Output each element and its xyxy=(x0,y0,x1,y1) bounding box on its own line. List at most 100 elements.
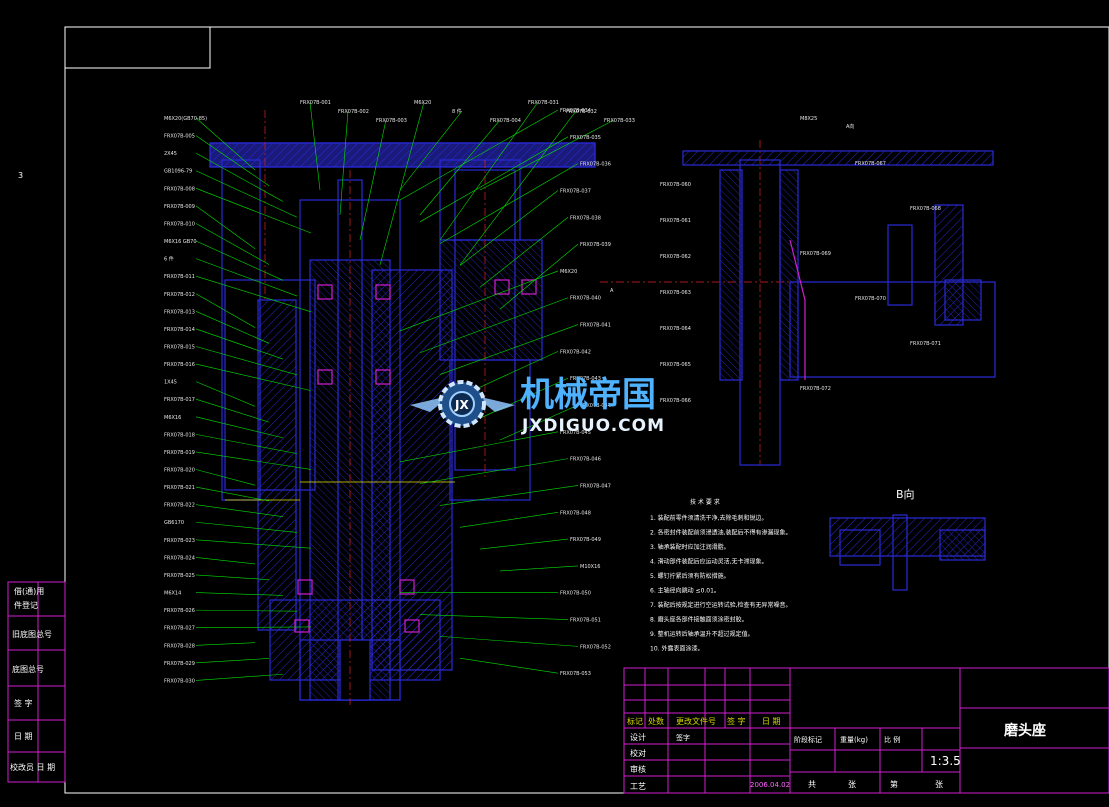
margin-row-6: 校改员 日 期 xyxy=(10,762,55,772)
tb-header-1: 处数 xyxy=(648,716,664,726)
leader-line xyxy=(195,152,284,202)
tb-row-review: 审核 xyxy=(630,764,646,774)
tb-row-process: 工艺 xyxy=(630,782,646,791)
leader-line xyxy=(195,416,284,439)
part-label: FRX07B-019 xyxy=(164,450,195,456)
part-label: M6X16 GB70 xyxy=(164,239,197,245)
tb-ratio-label: 比 例 xyxy=(884,735,900,744)
svg-text:JX: JX xyxy=(454,398,469,412)
view-b-label: B向 xyxy=(896,487,915,501)
drawing-frame xyxy=(64,26,1109,794)
part-label: FRX07B-011 xyxy=(164,274,195,280)
title-block: 标记 处数 更改文件号 签 字 日 期 设计 校对 审核 工艺 签字 2006.… xyxy=(623,667,1109,794)
tb-bottom-3: 张 xyxy=(935,780,943,789)
part-label: FRX07B-004 xyxy=(490,118,521,124)
part-label: FRX07B-060 xyxy=(660,182,691,188)
leader-line xyxy=(419,119,501,216)
part-label: 6 件 xyxy=(164,256,174,263)
tb-header-4: 日 期 xyxy=(762,717,781,726)
leader-line xyxy=(479,538,569,550)
part-label: 1X45 xyxy=(164,380,177,386)
leader-line xyxy=(195,451,312,470)
leader-line xyxy=(419,297,569,354)
leader-line xyxy=(459,190,559,266)
part-label: FRX07B-018 xyxy=(164,432,195,438)
leader-line xyxy=(195,188,312,234)
part-label: FRX07B-008 xyxy=(164,186,195,192)
part-label: FRX07B-065 xyxy=(660,362,691,368)
part-label: FRX07B-041 xyxy=(580,323,611,329)
tech-req-item: 2. 各密封件装配前须浸透油,装配后不得有渗漏现象。 xyxy=(650,529,792,537)
part-label: FRX07B-002 xyxy=(338,109,369,115)
leader-line xyxy=(195,275,312,313)
part-label: FRX07B-005 xyxy=(164,134,195,140)
part-label: FRX07B-067 xyxy=(855,161,886,167)
part-label: M6X16 xyxy=(164,415,181,421)
tb-bottom-2: 第 xyxy=(890,779,898,789)
leader-line xyxy=(195,521,298,533)
part-label: FRX07B-052 xyxy=(580,644,611,650)
part-label: FRX07B-042 xyxy=(560,349,591,355)
tech-req-item: 5. 螺钉拧紧后须有防松措施。 xyxy=(650,572,730,580)
drawing-name: 磨头座 xyxy=(1004,722,1046,739)
part-label: FRX07B-033 xyxy=(604,118,635,124)
leader-line xyxy=(499,404,579,441)
leader-line xyxy=(195,592,284,596)
leader-line xyxy=(195,469,256,486)
watermark-en: JXDIGUO.COM xyxy=(521,416,665,436)
leader-line xyxy=(419,614,569,620)
leader-line xyxy=(439,324,579,375)
part-label: FRX07B-061 xyxy=(660,218,691,224)
part-label: FRX07B-036 xyxy=(580,162,611,168)
part-label: FRX07B-066 xyxy=(660,398,691,404)
part-label: 8 件 xyxy=(452,108,462,115)
tech-req-item: 10. 外露表面涂漆。 xyxy=(650,645,703,653)
leader-line xyxy=(195,504,284,517)
part-label: FRX07B-071 xyxy=(910,341,941,347)
tb-header-0: 标记 xyxy=(627,716,643,726)
part-labels-left: M6X20(GB70-85)FRX07B-0052X45GB1096-79FRX… xyxy=(164,116,207,684)
part-label: M6X20 xyxy=(560,269,577,275)
part-label: FRX07B-038 xyxy=(570,215,601,221)
tb-bottom-1: 张 xyxy=(848,780,856,789)
part-label: FRX07B-049 xyxy=(570,537,601,543)
leaders-left xyxy=(195,117,312,681)
view-b xyxy=(829,514,986,591)
part-label: 2X45 xyxy=(164,151,177,157)
margin-row-1: 件登记 xyxy=(14,600,38,610)
leader-line xyxy=(195,170,298,218)
watermark: JX 机械帝国 JXDIGUO.COM xyxy=(410,375,665,436)
margin-row-0: 借(通)用 xyxy=(14,586,44,596)
view-a xyxy=(682,150,996,466)
part-label: FRX07B-024 xyxy=(164,555,195,561)
leader-line xyxy=(419,458,569,484)
part-labels-view-a: FRX07B-060FRX07B-061FRX07B-062FRX07B-063… xyxy=(660,116,941,404)
leader-line xyxy=(195,398,270,423)
leader-line xyxy=(195,240,284,281)
leader-line xyxy=(195,311,270,344)
tech-req-item: 1. 装配前零件须清洗干净,去除毛刺和锐边。 xyxy=(650,514,768,522)
watermark-logo-icon: JX xyxy=(410,380,515,428)
part-label: FRX07B-020 xyxy=(164,468,195,474)
part-label: FRX07B-040 xyxy=(570,296,601,302)
leader-line xyxy=(419,136,569,223)
part-label: M6X20 xyxy=(414,100,431,106)
leader-line xyxy=(309,101,321,191)
leader-line xyxy=(439,163,579,244)
part-label: FRX07B-012 xyxy=(164,292,195,298)
part-label: FRX07B-039 xyxy=(580,242,611,248)
leader-line xyxy=(399,270,559,332)
tech-req-item: 9. 整机运转后轴承温升不超过规定值。 xyxy=(650,630,754,638)
tech-req-item: 3. 轴承装配时应加注润滑脂。 xyxy=(650,543,730,551)
part-label: FRX07B-035 xyxy=(570,135,601,141)
tb-date: 2006.04.02 xyxy=(750,781,790,789)
leader-line xyxy=(399,110,463,191)
part-label: FRX07B-001 xyxy=(300,100,331,106)
leader-line xyxy=(195,293,256,328)
leader-line xyxy=(479,217,569,288)
part-labels-right: FRX07B-034FRX07B-035FRX07B-036FRX07B-037… xyxy=(560,108,611,677)
leader-line xyxy=(195,557,256,565)
top-left-title-box xyxy=(64,26,211,69)
